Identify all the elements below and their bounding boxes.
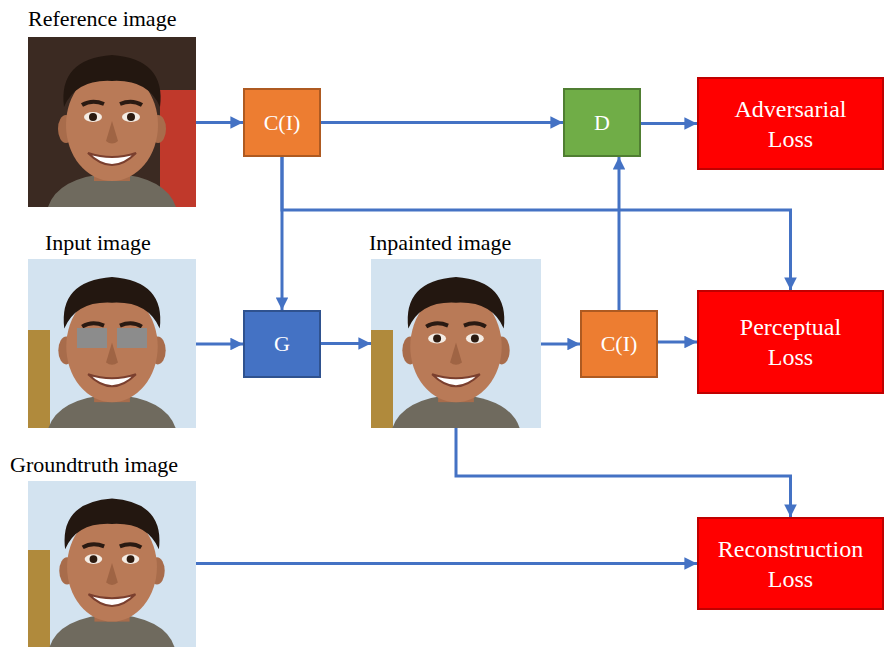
arrow-connector <box>196 121 243 124</box>
box-label: Adversarial Loss <box>735 94 847 154</box>
photo-frame <box>371 259 541 428</box>
box-label: Reconstruction Loss <box>718 534 863 594</box>
arrow-connector <box>321 121 563 124</box>
input-photo <box>28 259 196 428</box>
image-heading: Reference image <box>28 4 176 34</box>
process-box: Reconstruction Loss <box>697 517 884 610</box>
photo-frame <box>28 259 196 428</box>
arrow-connector <box>282 157 791 290</box>
arrow-connector <box>541 343 580 346</box>
arrow-connector <box>641 122 697 125</box>
image-node: Groundtruth image <box>10 450 196 647</box>
box-label: C(I) <box>264 109 301 137</box>
reference-photo <box>28 37 196 207</box>
box-label: Perceptual Loss <box>740 312 841 372</box>
box-label: C(I) <box>601 330 638 358</box>
box-label: D <box>594 109 610 137</box>
image-heading: Groundtruth image <box>10 450 178 480</box>
photo-frame <box>28 481 196 647</box>
arrow-connector <box>618 157 621 310</box>
groundtruth-photo <box>28 481 196 647</box>
inpainted-photo <box>371 259 541 428</box>
process-box: C(I) <box>243 88 321 157</box>
image-node: Reference image <box>28 4 196 207</box>
arrow-connector <box>321 342 371 345</box>
arrow-connector <box>658 341 697 344</box>
arrow-connector <box>196 343 243 346</box>
arrow-connector <box>196 562 697 565</box>
process-box: Adversarial Loss <box>697 77 884 170</box>
process-box: D <box>563 88 641 157</box>
process-box: G <box>243 310 321 378</box>
image-node: Input image <box>28 228 196 428</box>
process-box: C(I) <box>580 310 658 378</box>
photo-frame <box>28 37 196 207</box>
image-heading: Inpainted image <box>369 228 511 258</box>
process-box: Perceptual Loss <box>697 290 884 394</box>
image-node: Inpainted image <box>369 228 541 428</box>
arrow-connector <box>456 428 791 517</box>
box-label: G <box>274 330 290 358</box>
image-heading: Input image <box>45 228 151 258</box>
